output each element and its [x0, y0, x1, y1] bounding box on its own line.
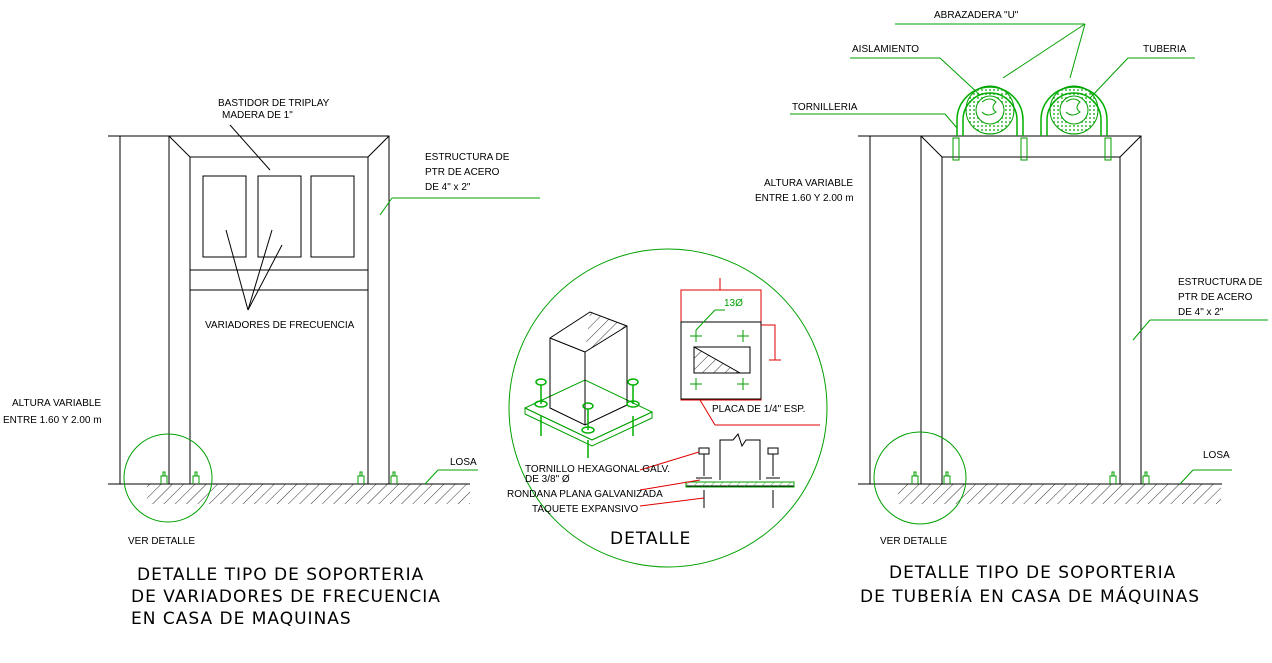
tornillo-label-2: DE 3/8" Ø	[525, 474, 570, 485]
right-title-line-2: DE TUBERÍA EN CASA DE MÁQUINAS	[860, 585, 1200, 607]
struct-label-1: ESTRUCTURA DE	[425, 152, 510, 163]
right-ver-detalle-label: VER DETALLE	[880, 536, 947, 547]
detalle-title: DETALLE	[610, 529, 691, 549]
right-altura-label-1: ALTURA VARIABLE	[764, 178, 853, 189]
frame-label-2: MADERA DE 1"	[222, 110, 293, 121]
variador-1	[202, 175, 247, 258]
struct-label-2: PTR DE ACERO	[425, 167, 500, 178]
tuberia-label: TUBERIA	[1143, 44, 1187, 55]
isometric-post	[523, 311, 654, 458]
center-detail-drawing: 13Ø PLACA DE 1/4" ESP. TORNILLO HEXAGONA…	[507, 248, 828, 568]
right-detail-circle	[873, 431, 967, 525]
right-floor-slab	[898, 484, 1221, 504]
detail-circle	[508, 248, 828, 568]
left-title-line-1: DETALLE TIPO DE SOPORTERIA	[137, 565, 424, 585]
frame-label-1: BASTIDOR DE TRIPLAY	[218, 98, 330, 109]
left-title-line-3: EN CASA DE MAQUINAS	[131, 609, 352, 629]
pipe-1	[952, 85, 1028, 161]
variador-2	[257, 175, 302, 258]
pipe-2	[1040, 85, 1112, 161]
right-frame-drawing: ABRAZADERA "U" AISLAMIENTO TUBERIA TORNI…	[755, 10, 1268, 607]
tornilleria-label: TORNILLERIA	[792, 102, 858, 113]
variadores-label: VARIADORES DE FRECUENCIA	[205, 320, 355, 331]
abrazadera-label: ABRAZADERA "U"	[934, 10, 1019, 21]
ver-detalle-label: VER DETALLE	[128, 536, 195, 547]
right-struct-label-3: DE 4" x 2"	[1178, 307, 1224, 318]
right-losa-label: LOSA	[1203, 450, 1230, 461]
dim-label: 13Ø	[724, 298, 743, 309]
left-detail-circle	[123, 433, 213, 523]
losa-label: LOSA	[450, 457, 477, 468]
rondana-label: RONDANA PLANA GALVANIZADA	[507, 489, 663, 500]
right-struct-label-2: PTR DE ACERO	[1178, 292, 1253, 303]
placa-label: PLACA DE 1/4" ESP.	[712, 404, 805, 415]
right-struct-label-1: ESTRUCTURA DE	[1178, 277, 1263, 288]
plate-plan-view	[680, 278, 820, 426]
right-title-line-1: DETALLE TIPO DE SOPORTERIA	[889, 563, 1176, 583]
altura-label-2: ENTRE 1.60 Y 2.00 m	[3, 415, 102, 426]
altura-label-1: ALTURA VARIABLE	[12, 398, 101, 409]
variador-3	[310, 175, 355, 258]
left-frame-drawing: BASTIDOR DE TRIPLAY MADERA DE 1" ESTRUCT…	[3, 98, 540, 629]
plate-elevation-view	[639, 432, 795, 508]
left-title-line-2: DE VARIADORES DE FRECUENCIA	[131, 587, 441, 607]
struct-label-3: DE 4" x 2"	[425, 182, 471, 193]
right-altura-label-2: ENTRE 1.60 Y 2.00 m	[755, 193, 854, 204]
left-floor-slab	[147, 484, 470, 504]
taquete-label: TAQUETE EXPANSIVO	[532, 504, 639, 515]
tornillo-label-1: TORNILLO HEXAGONAL GALV.	[525, 464, 670, 475]
aislamiento-label: AISLAMIENTO	[852, 44, 919, 55]
